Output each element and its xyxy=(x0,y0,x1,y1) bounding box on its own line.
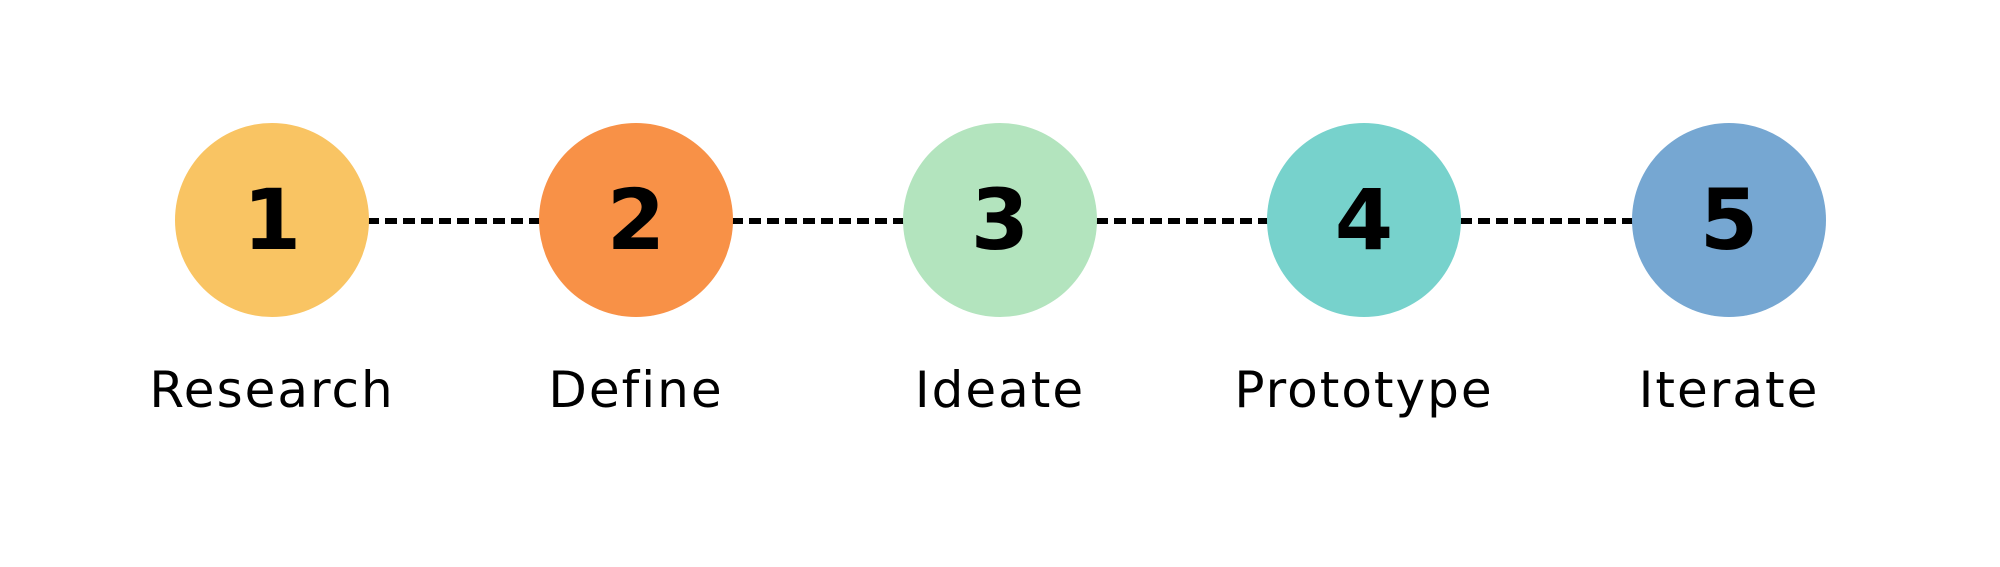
step-label: Iterate xyxy=(1638,361,1820,419)
connector-4-5 xyxy=(1460,218,1634,224)
step-iterate: 5 Iterate xyxy=(1632,123,1826,419)
connector-1-2 xyxy=(367,218,541,224)
step-prototype: 4 Prototype xyxy=(1234,123,1492,419)
step-circle: 3 xyxy=(903,123,1097,317)
step-label: Define xyxy=(548,361,724,419)
step-circle: 2 xyxy=(539,123,733,317)
step-define: 2 Define xyxy=(539,123,733,419)
step-label: Ideate xyxy=(914,361,1086,419)
step-circle: 1 xyxy=(175,123,369,317)
step-number: 3 xyxy=(970,171,1030,269)
step-research: 1 Research xyxy=(149,123,393,419)
connector-3-4 xyxy=(1096,218,1270,224)
step-number: 2 xyxy=(606,171,666,269)
step-number: 5 xyxy=(1699,171,1759,269)
step-number: 1 xyxy=(242,171,302,269)
step-ideate: 3 Ideate xyxy=(903,123,1097,419)
step-label: Research xyxy=(149,361,395,419)
step-label: Prototype xyxy=(1234,361,1494,419)
step-circle: 5 xyxy=(1632,123,1826,317)
connector-2-3 xyxy=(731,218,905,224)
step-circle: 4 xyxy=(1267,123,1461,317)
step-number: 4 xyxy=(1334,171,1394,269)
